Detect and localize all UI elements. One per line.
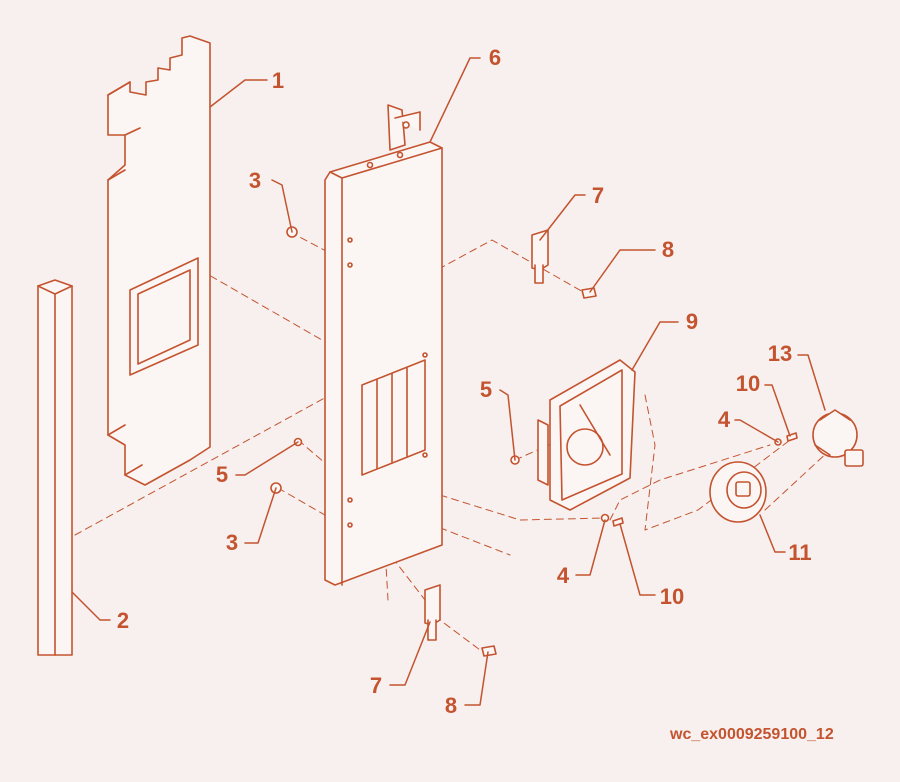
part-9-bezel-plate bbox=[537, 359, 636, 511]
part-10-screw-lower bbox=[612, 517, 624, 527]
callout-3-upper: 3 bbox=[248, 168, 262, 193]
callout-8-lower: 8 bbox=[444, 693, 458, 718]
part-6-mounting-panel bbox=[324, 104, 443, 586]
callout-4-lower: 4 bbox=[556, 563, 570, 588]
callout-7-upper: 7 bbox=[591, 183, 605, 208]
part-2-vertical-strip bbox=[37, 279, 73, 656]
callout-6: 6 bbox=[488, 45, 502, 70]
part-8-screw-lower bbox=[481, 645, 497, 657]
callout-5-left: 5 bbox=[215, 462, 229, 487]
callout-5-right: 5 bbox=[479, 377, 493, 402]
callout-10-lower: 10 bbox=[659, 584, 685, 609]
part-13-knob bbox=[812, 409, 864, 467]
callout-7-lower: 7 bbox=[369, 673, 383, 698]
callout-4-right: 4 bbox=[717, 407, 731, 432]
callout-13: 13 bbox=[767, 341, 793, 366]
part-7-hinge-lower bbox=[424, 584, 441, 641]
callout-3-lower: 3 bbox=[225, 530, 239, 555]
callout-11: 11 bbox=[788, 540, 812, 565]
part-1-frame-plate bbox=[107, 35, 211, 486]
part-8-screw-upper bbox=[581, 287, 597, 299]
callout-10-right: 10 bbox=[735, 371, 761, 396]
leader-lines bbox=[71, 57, 826, 706]
part-10-screw-upper bbox=[786, 432, 798, 442]
part-7-hinge-upper bbox=[531, 229, 549, 284]
callout-2: 2 bbox=[116, 608, 130, 633]
document-id: wc_ex0009259100_12 bbox=[670, 726, 834, 743]
part-11-knob-base bbox=[709, 461, 767, 523]
callout-8-upper: 8 bbox=[661, 237, 675, 262]
callout-9: 9 bbox=[685, 309, 699, 334]
callout-1: 1 bbox=[271, 68, 285, 93]
